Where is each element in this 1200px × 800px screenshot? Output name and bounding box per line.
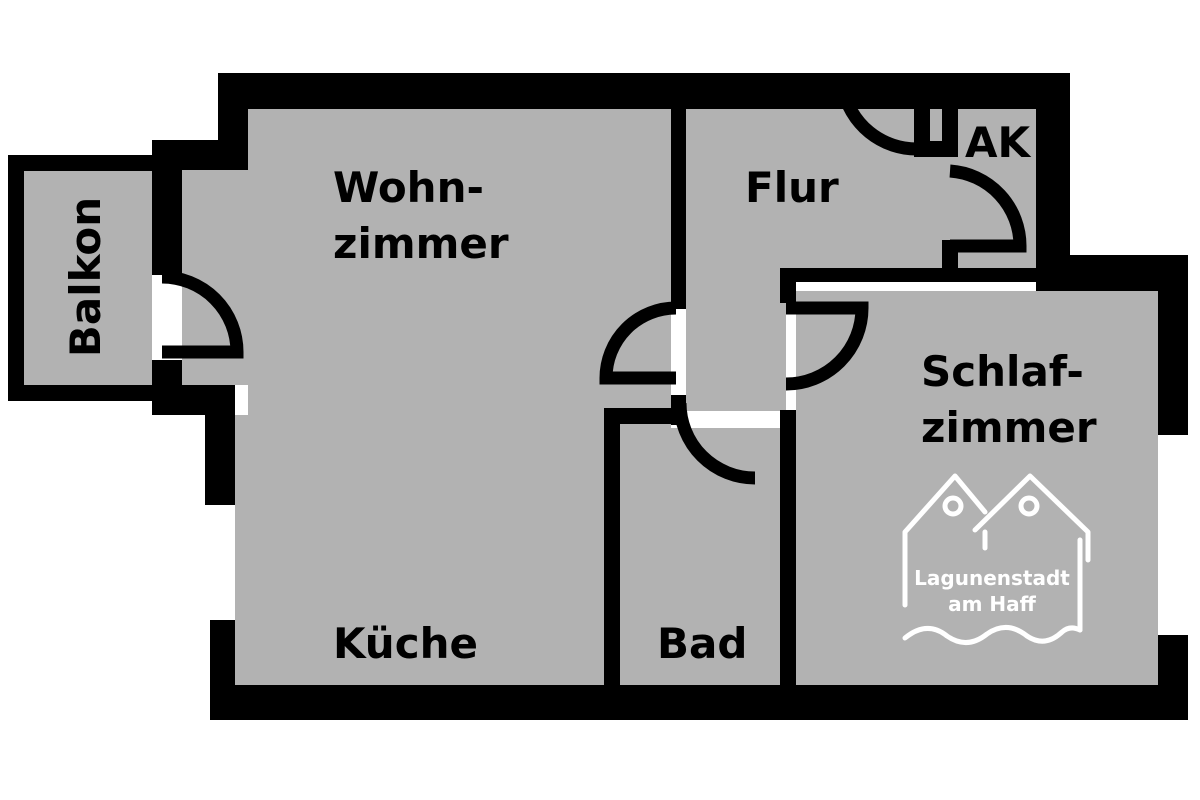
door-swings	[161, 86, 1027, 485]
kueche-label: Küche	[333, 619, 478, 668]
wohnzimmer-label-line2: zimmer	[333, 219, 509, 268]
flur-lower-floor	[686, 269, 786, 411]
ak-door	[949, 164, 1027, 253]
waves-icon	[902, 625, 1083, 645]
wohnzimmer-label-line1: Wohn-	[333, 163, 484, 212]
wohnzimmer-floor	[248, 109, 671, 685]
ak-label: AK	[965, 118, 1032, 167]
schlafzimmer-floor	[796, 291, 1158, 685]
house-left-window-icon	[942, 495, 964, 517]
bad-floor	[617, 428, 780, 685]
bad-label: Bad	[657, 619, 747, 668]
house-right-outline	[972, 473, 1091, 563]
bad-door	[673, 402, 756, 485]
outer-walls	[8, 73, 1188, 720]
wohnzimmer-lower-floor	[235, 415, 248, 685]
interior-walls	[604, 95, 1040, 690]
room-labels: Balkon Wohn- zimmer Küche Flur AK Schlaf…	[61, 118, 1097, 668]
floor-areas	[24, 109, 1158, 685]
flur-schlafzimmer-door	[785, 301, 869, 391]
balkon-label: Balkon	[61, 197, 110, 357]
wohnzimmer-flur-door	[599, 301, 677, 385]
balkon-door	[161, 270, 244, 359]
logo-text-line1: Lagunenstadt	[914, 566, 1070, 590]
logo-text-line2: am Haff	[948, 592, 1037, 616]
schlafzimmer-label-line1: Schlaf-	[921, 347, 1084, 396]
flur-top-door	[836, 86, 919, 156]
schlafzimmer-label-line2: zimmer	[921, 403, 1097, 452]
house-right-window-icon	[1018, 495, 1040, 517]
lagunenstadt-logo: Lagunenstadt am Haff	[902, 473, 1091, 645]
balkon-floor	[24, 171, 152, 385]
flur-label: Flur	[745, 163, 839, 212]
